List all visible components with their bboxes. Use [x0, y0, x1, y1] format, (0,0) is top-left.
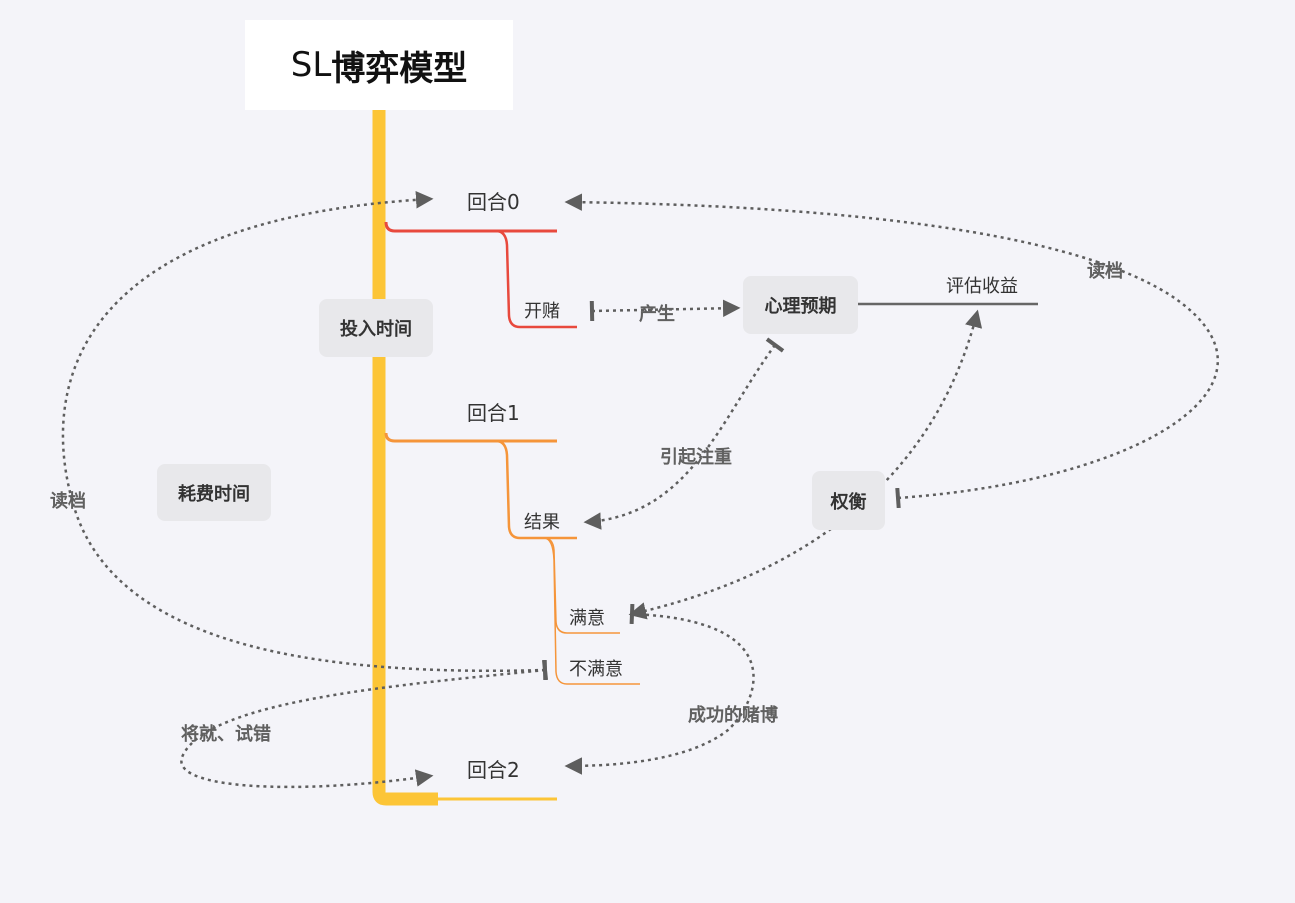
relation-compromise — [180, 659, 549, 789]
successful-bet-relation-label[interactable]: 成功的赌博 — [688, 705, 778, 726]
round0-label[interactable]: 回合0 — [467, 190, 520, 214]
balance-topic[interactable]: 权衡 — [812, 471, 885, 530]
evaluate-gain-label[interactable]: 评估收益 — [946, 276, 1018, 297]
psych-expectation-topic[interactable]: 心理预期 — [743, 276, 858, 334]
title-prefix: SL — [290, 45, 332, 85]
draw-attention-relation-label[interactable]: 引起注重 — [660, 447, 732, 468]
produce-relation-label[interactable]: 产生 — [639, 304, 675, 325]
relation-reload-right — [564, 193, 1219, 509]
title-main: 博弈模型 — [331, 48, 468, 89]
reload-right-relation-label[interactable]: 读档 — [1087, 261, 1123, 282]
round1-branch — [384, 432, 640, 685]
open-bet-label[interactable]: 开赌 — [524, 301, 560, 322]
invest-time-topic[interactable]: 投入时间 — [319, 299, 433, 357]
relation-reload-left — [61, 191, 548, 681]
reload-left-relation-label[interactable]: 读档 — [50, 491, 86, 512]
round2-label[interactable]: 回合2 — [467, 758, 520, 782]
unsatisfied-label[interactable]: 不满意 — [569, 659, 623, 680]
round1-label[interactable]: 回合1 — [467, 401, 520, 425]
spend-time-topic[interactable]: 耗费时间 — [157, 464, 271, 521]
compromise-relation-label[interactable]: 将就、试错 — [181, 724, 271, 745]
satisfied-label[interactable]: 满意 — [569, 608, 605, 629]
result-label[interactable]: 结果 — [524, 512, 560, 533]
relation-successful-bet — [564, 603, 755, 775]
timeline-trunk — [372, 110, 438, 806]
relation-draw-attention — [583, 337, 785, 530]
